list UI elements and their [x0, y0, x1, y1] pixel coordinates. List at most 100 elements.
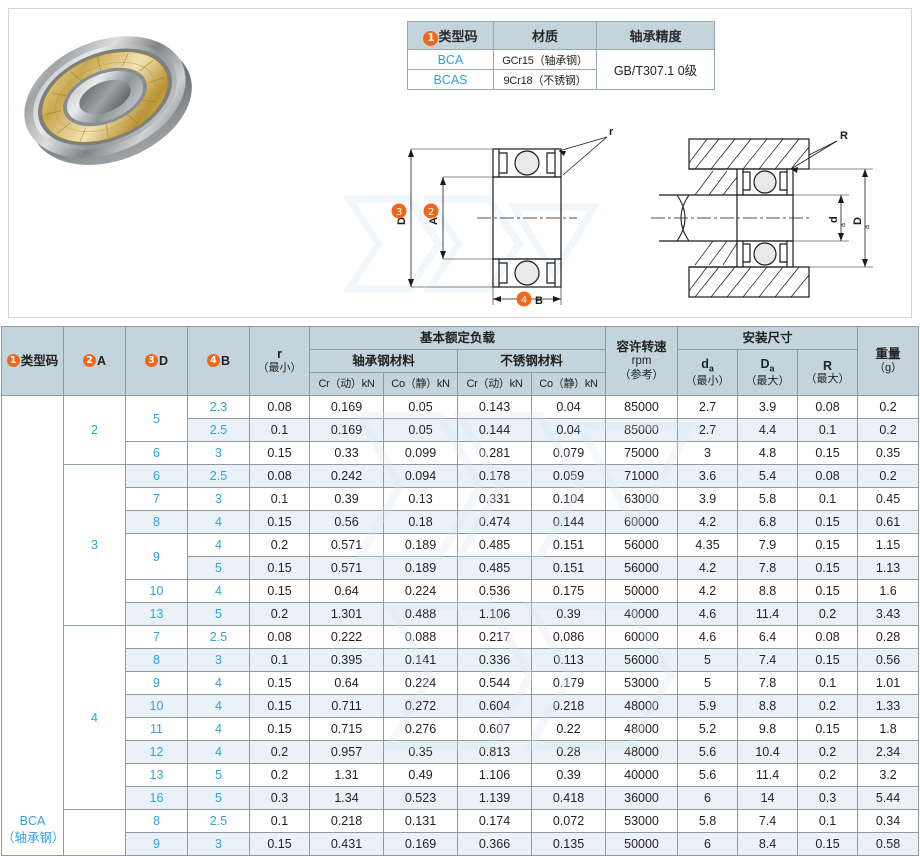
cell-speed: 48000 [605, 717, 679, 741]
cell-r: 0.2 [249, 740, 310, 764]
cell-speed: 53000 [605, 671, 679, 695]
cell-Da: 4.8 [737, 441, 799, 465]
cell-R: 0.15 [797, 648, 859, 672]
cell-speed: 48000 [605, 694, 679, 718]
drawing-badges: 3 2 4 [391, 203, 532, 307]
cell-da: 4.6 [677, 625, 739, 649]
cell-cr-bearing: 0.571 [309, 533, 384, 557]
type-code-line2: （轴承钢） [2, 831, 65, 846]
cell-da: 4.35 [677, 533, 739, 557]
cell-cr-stainless: 0.217 [457, 625, 532, 649]
cell-D: 13 [125, 602, 188, 626]
header-speed-unit: rpm [631, 355, 652, 368]
cell-R: 0.1 [797, 671, 859, 695]
cell-weight: 1.33 [857, 694, 920, 718]
cell-co-stainless: 0.22 [530, 717, 607, 741]
cell-r: 0.2 [249, 763, 310, 787]
spec-code-bcas: BCAS [407, 69, 494, 90]
cell-co-stainless: 0.175 [530, 579, 607, 603]
header-stainless-steel: 不锈钢材料 [456, 349, 607, 373]
cell-Da: 5.4 [737, 464, 799, 488]
cell-cr-stainless: 0.544 [457, 671, 532, 695]
cell-R: 0.15 [797, 533, 859, 557]
cell-cr-bearing: 0.33 [309, 441, 384, 465]
cell-R: 0.1 [797, 418, 859, 442]
cell-weight: 2.34 [857, 740, 920, 764]
cell-D: 13 [125, 763, 188, 787]
cell-co-bearing: 0.169 [383, 832, 458, 856]
cell-speed: 56000 [605, 648, 679, 672]
header-speed-title: 容许转速 [616, 340, 667, 355]
header-speed: 容许转速 rpm （参考） [605, 326, 679, 396]
cell-cr-stainless: 0.178 [457, 464, 532, 488]
cell-co-stainless: 0.113 [530, 648, 607, 672]
cell-co-bearing: 0.131 [383, 809, 458, 833]
cell-cr-stainless: 0.485 [457, 533, 532, 557]
cell-cr-stainless: 0.474 [457, 510, 532, 534]
cell-weight: 0.2 [857, 464, 920, 488]
cell-co-stainless: 0.179 [530, 671, 607, 695]
cell-cr-stainless: 0.143 [457, 395, 532, 419]
cell-weight: 0.28 [857, 625, 920, 649]
cell-co-bearing: 0.35 [383, 740, 458, 764]
cell-co-bearing: 0.05 [383, 418, 458, 442]
cell-r: 0.08 [249, 625, 310, 649]
cell-co-bearing: 0.189 [383, 556, 458, 580]
badge-4-text: 4 [521, 295, 527, 306]
cell-R: 0.08 [797, 625, 859, 649]
cell-R: 0.15 [797, 510, 859, 534]
cell-cr-bearing: 0.957 [309, 740, 384, 764]
cell-speed: 71000 [605, 464, 679, 488]
badge-1: 1 [423, 30, 439, 46]
cell-r: 0.15 [249, 717, 310, 741]
cell-D: 8 [125, 510, 188, 534]
cell-Da: 6.8 [737, 510, 799, 534]
cell-da: 5 [677, 671, 739, 695]
cell-r: 0.15 [249, 671, 310, 695]
cell-Da: 4.4 [737, 418, 799, 442]
cell-D: 8 [125, 648, 188, 672]
cell-da: 5.2 [677, 717, 739, 741]
cell-D: 9 [125, 533, 188, 580]
spec-row-bcas: BCAS 9Cr18（不锈钢） [407, 69, 715, 90]
header-cr-bearing: Cr（动）kN [309, 372, 384, 396]
cell-cr-stainless: 0.281 [457, 441, 532, 465]
cell-R: 0.2 [797, 740, 859, 764]
cell-co-bearing: 0.05 [383, 395, 458, 419]
cell-R: 0.15 [797, 717, 859, 741]
cell-B: 4 [187, 510, 250, 534]
spec-header-material: 材质 [493, 21, 597, 50]
cell-speed: 56000 [605, 533, 679, 557]
cell-da: 4.2 [677, 510, 739, 534]
cell-Da: 7.4 [737, 809, 799, 833]
cell-speed: 48000 [605, 740, 679, 764]
cell-r: 0.1 [249, 487, 310, 511]
type-code-cell: BCA（轴承钢） [1, 395, 65, 856]
cell-D: 5 [125, 395, 188, 442]
cell-weight: 0.2 [857, 395, 920, 419]
cell-da: 4.6 [677, 602, 739, 626]
cell-da: 2.7 [677, 395, 739, 419]
badge-3-text: 3 [396, 207, 402, 218]
cell-da: 4.2 [677, 556, 739, 580]
cell-cr-stainless: 0.604 [457, 694, 532, 718]
cell-R: 0.2 [797, 602, 859, 626]
cell-B: 2.5 [187, 418, 250, 442]
cell-da: 3 [677, 441, 739, 465]
cell-da: 6 [677, 832, 739, 856]
cell-weight: 0.61 [857, 510, 920, 534]
cell-cr-stainless: 0.174 [457, 809, 532, 833]
cell-co-stainless: 0.218 [530, 694, 607, 718]
cell-co-stainless: 0.39 [530, 602, 607, 626]
cell-cr-bearing: 0.571 [309, 556, 384, 580]
cell-cr-bearing: 1.301 [309, 602, 384, 626]
cell-cr-stainless: 0.366 [457, 832, 532, 856]
